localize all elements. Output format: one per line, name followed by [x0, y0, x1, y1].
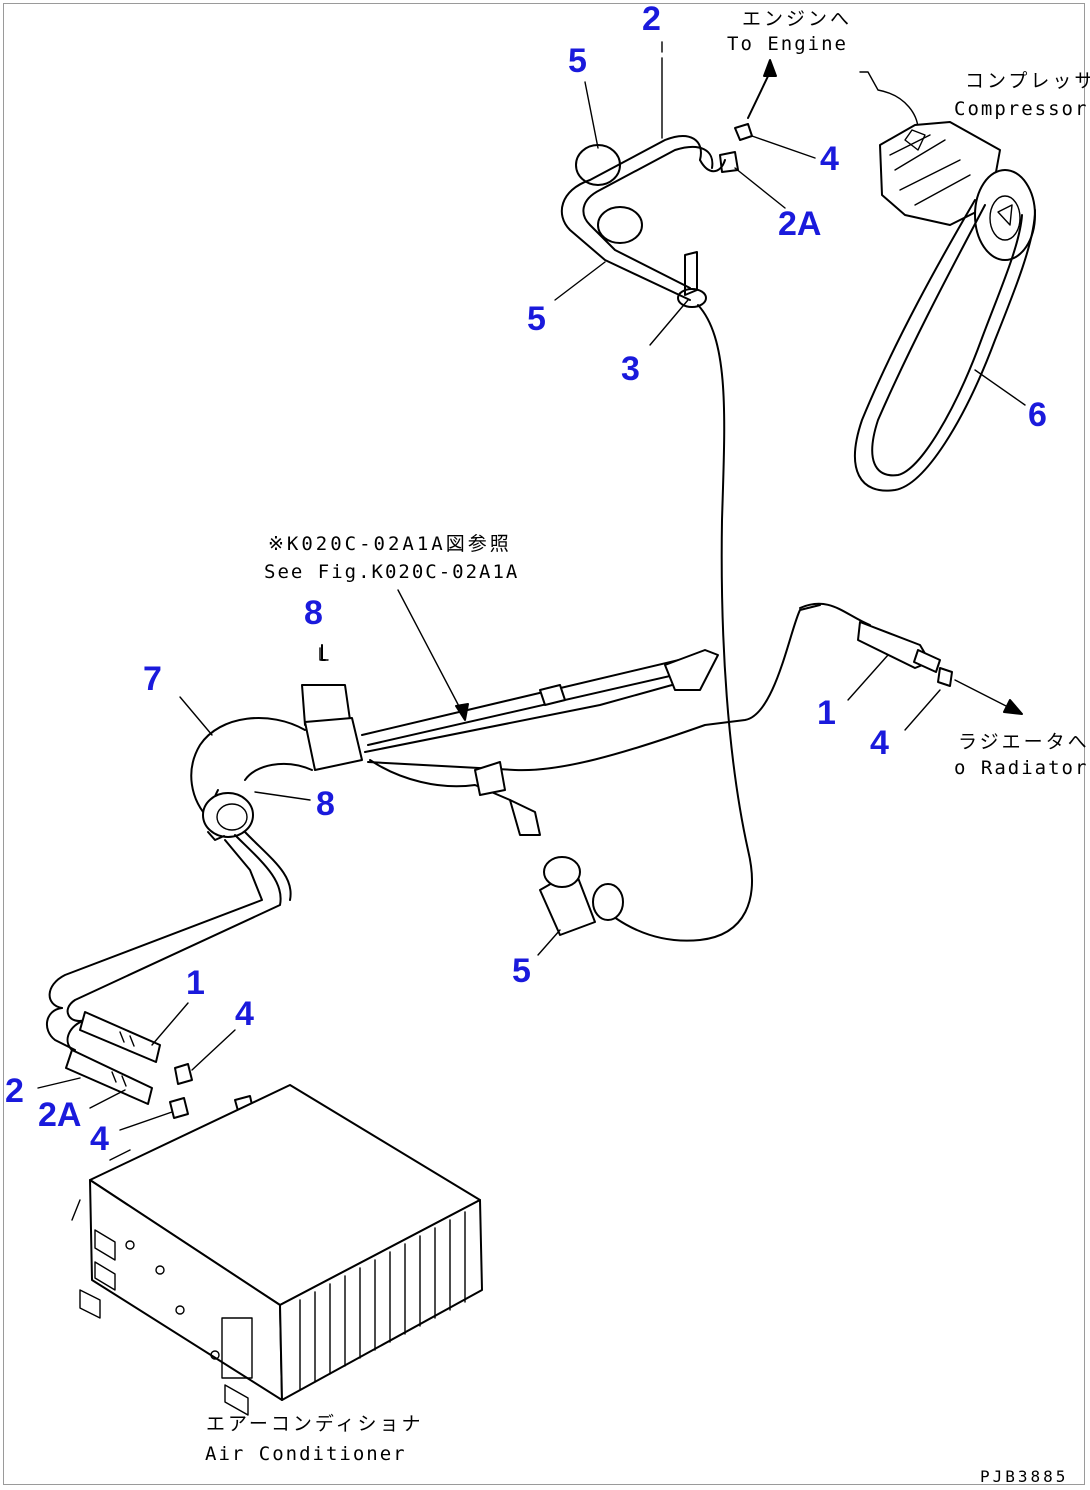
- fitting-1-left: [79, 1011, 161, 1063]
- union-8-top: [301, 644, 363, 771]
- bracket-3: [677, 251, 707, 308]
- arrow-to-engine: [747, 71, 771, 119]
- label-see-fig-jp: ※K020C-02A1A図参照: [268, 533, 512, 555]
- callout-4-left-top[interactable]: 4: [235, 995, 254, 1033]
- label-compressor-en: Compressor: [954, 98, 1088, 120]
- label-aircon-en: Air Conditioner: [205, 1443, 407, 1465]
- arrow-to-radiator: [954, 679, 1011, 709]
- callout-8-mid[interactable]: 8: [316, 785, 335, 823]
- label-aircon-jp: エアーコンディショナ: [206, 1413, 424, 1435]
- callout-2-left[interactable]: 2: [5, 1072, 24, 1110]
- drive-belt-6: [853, 199, 1036, 492]
- callout-3[interactable]: 3: [621, 350, 640, 388]
- callout-4-top[interactable]: 4: [820, 140, 839, 178]
- callout-1-left[interactable]: 1: [186, 964, 205, 1002]
- label-engine-en: To Engine: [727, 33, 848, 55]
- label-radiator-en: o Radiator: [954, 757, 1088, 779]
- label-radiator-jp: ラジエータへ: [958, 731, 1090, 753]
- callout-8-top[interactable]: 8: [304, 594, 323, 632]
- clamp-5-top: [575, 144, 643, 244]
- arrow-to-engine-head: [763, 59, 777, 77]
- hose-2-top: [560, 135, 726, 301]
- air-conditioner-icon: [71, 1084, 483, 1416]
- leader-see-fig-head: [455, 703, 469, 721]
- label-engine-jp: エンジンへ: [742, 8, 852, 30]
- clamp-5-bottom: [539, 856, 624, 936]
- callout-5-mid[interactable]: 5: [527, 300, 546, 338]
- callout-7[interactable]: 7: [143, 660, 162, 698]
- arrow-to-radiator-head: [1003, 699, 1023, 715]
- label-see-fig-en: See Fig.K020C-02A1A: [264, 561, 519, 583]
- callout-2a-top[interactable]: 2A: [778, 205, 821, 243]
- hose-1-right: [799, 602, 953, 687]
- callout-4-right[interactable]: 4: [870, 724, 889, 762]
- callout-6[interactable]: 6: [1028, 396, 1047, 434]
- callout-2a-left[interactable]: 2A: [38, 1096, 81, 1134]
- hoses-lower-left: [46, 831, 292, 1051]
- callout-1-right[interactable]: 1: [817, 694, 836, 732]
- callout-2-top[interactable]: 2: [642, 0, 661, 38]
- fitting-4-top: [719, 123, 753, 173]
- union-8-mid: [202, 792, 254, 841]
- leader-lines: [37, 41, 1026, 1131]
- callout-5-top[interactable]: 5: [568, 42, 587, 80]
- fitting-2-left: [65, 1049, 153, 1105]
- drawing-code: PJB3885: [980, 1467, 1068, 1486]
- callout-5-bottom[interactable]: 5: [512, 952, 531, 990]
- heater-hoses-see-fig: [361, 604, 821, 836]
- leader-see-fig: [397, 589, 463, 713]
- callout-4-left-bottom[interactable]: 4: [90, 1120, 109, 1158]
- label-compressor-jp: コンプレッサ: [965, 70, 1090, 92]
- hose-long-right: [599, 304, 753, 942]
